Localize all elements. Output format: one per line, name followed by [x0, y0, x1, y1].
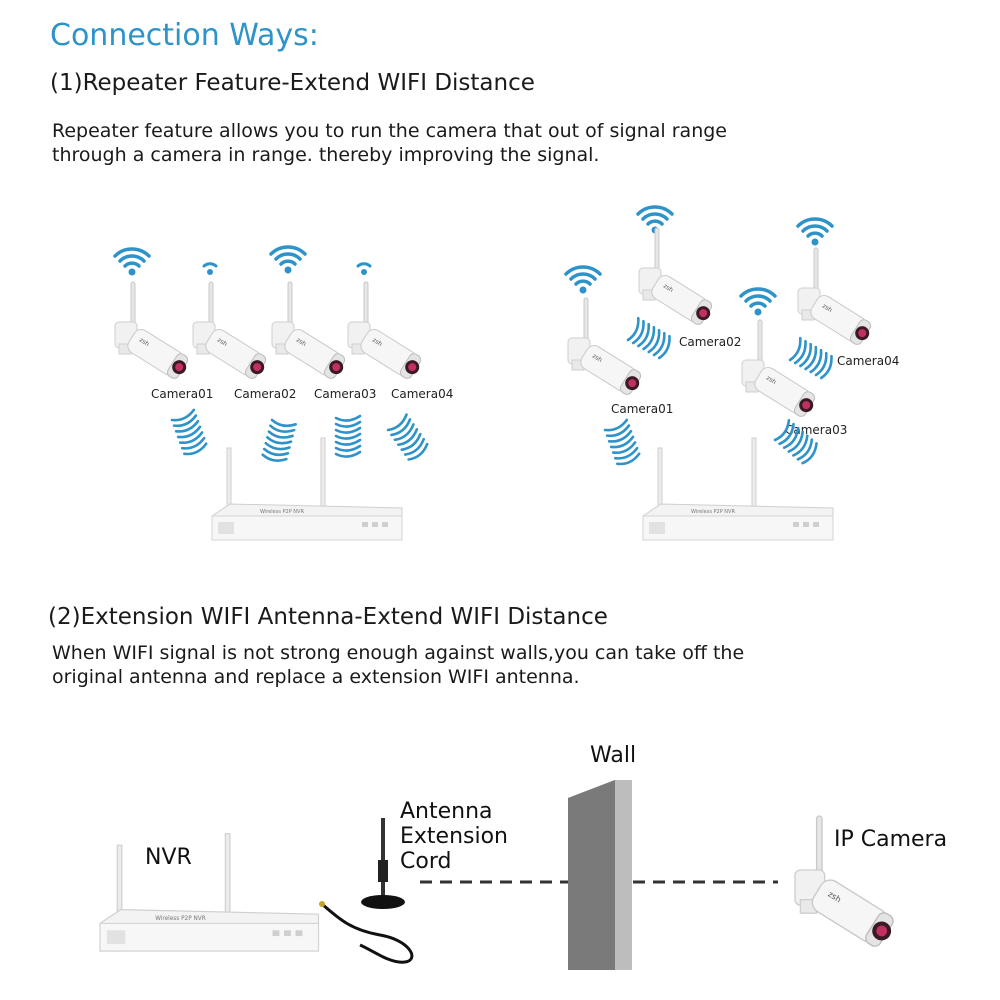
camera-icon	[797, 247, 876, 349]
antenna-extension-icon	[319, 818, 414, 964]
camera-icon	[192, 281, 271, 383]
signal-waves-icon	[334, 414, 362, 458]
wifi-icon	[356, 262, 372, 277]
nvr-icon	[99, 833, 320, 952]
signal-waves-icon	[260, 416, 297, 465]
section2-desc-line2: original antenna and replace a extension…	[52, 666, 580, 688]
right-camera02-label: Camera02	[679, 335, 742, 349]
wifi-icon	[269, 245, 307, 276]
right-camera04-label: Camera04	[837, 354, 900, 368]
section1-heading: (1)Repeater Feature-Extend WIFI Distance	[50, 70, 535, 96]
wifi-icon	[113, 247, 151, 278]
page-title: Connection Ways:	[50, 18, 319, 53]
antenna-extension-label: Antenna Extension Cord	[400, 799, 508, 874]
antenna-label-line2: Extension	[400, 824, 509, 849]
camera-icon	[567, 297, 646, 399]
antenna-label-line1: Antenna	[400, 799, 493, 824]
ip-camera-icon	[794, 815, 900, 952]
camera-icon	[741, 319, 820, 421]
wifi-icon	[796, 217, 834, 248]
section2-heading: (2)Extension WIFI Antenna-Extend WIFI Di…	[48, 604, 608, 630]
nvr-icon	[642, 437, 834, 541]
wifi-icon	[739, 287, 777, 318]
signal-waves-icon	[624, 316, 675, 361]
section1-desc-line1: Repeater feature allows you to run the c…	[52, 120, 727, 142]
section1-desc-line2: through a camera in range. thereby impro…	[52, 144, 600, 166]
signal-waves-icon	[772, 419, 822, 467]
wall-icon	[568, 780, 632, 970]
signal-waves-icon	[385, 413, 432, 463]
signal-waves-icon	[170, 408, 210, 458]
signal-waves-icon	[603, 418, 643, 468]
left-camera04-label: Camera04	[391, 387, 454, 401]
camera-icon	[638, 227, 717, 329]
nvr-label: NVR	[145, 845, 192, 870]
section2-desc-line1: When WIFI signal is not strong enough ag…	[52, 642, 745, 664]
right-camera03-label: Camera03	[785, 423, 848, 437]
antenna-label-line3: Cord	[400, 849, 452, 874]
wifi-icon	[564, 265, 602, 296]
camera-icon	[114, 281, 193, 383]
right-camera01-label: Camera01	[611, 402, 674, 416]
left-camera01-label: Camera01	[151, 387, 214, 401]
wall-label: Wall	[590, 743, 637, 768]
left-camera02-label: Camera02	[234, 387, 297, 401]
camera-icon	[271, 281, 350, 383]
wifi-icon	[202, 262, 218, 277]
ip-camera-label: IP Camera	[834, 827, 948, 852]
nvr-icon	[211, 437, 403, 541]
signal-waves-icon	[786, 336, 837, 381]
camera-icon	[347, 281, 426, 383]
left-camera03-label: Camera03	[314, 387, 377, 401]
